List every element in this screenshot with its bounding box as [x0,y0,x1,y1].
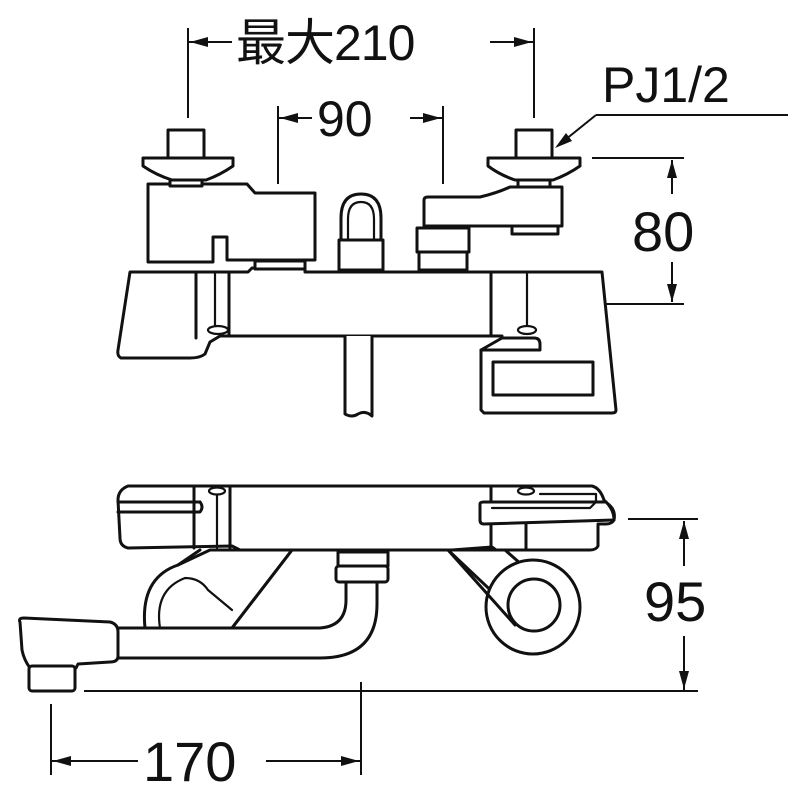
spout-union-lower [334,564,390,584]
right-valve-arm [422,185,564,228]
right-cap-flange [486,156,582,182]
right-box [479,336,542,352]
spout-head [18,616,120,670]
dim-label-90: 90 [313,94,377,144]
arrow-icon [423,113,441,123]
front-right-screw [516,486,536,496]
dim-label-170: 170 [139,734,241,790]
spout-aerator [27,664,77,693]
arrow-icon [190,37,208,47]
left-block-pad [253,259,307,271]
arrow-icon [514,37,532,47]
right-arm-pad [510,224,560,236]
right-cap-nut [514,128,554,160]
arrow-icon [679,521,689,539]
arrow-icon [280,113,298,123]
left-valve-block [146,182,317,264]
left-screw [206,324,230,336]
right-wall-union-inner [506,577,562,633]
arrow-icon [667,284,677,302]
dim-label-max-210: 最大210 [232,18,419,68]
dimension-lines [50,28,788,775]
left-elbow-diagonal [230,548,294,630]
front-right-knob-line [490,500,598,510]
right-cap-neck [516,178,552,189]
top-view [116,128,618,418]
right-valve-ring-upper [415,226,471,254]
arrow-icon [679,671,689,689]
arrow-icon [667,160,677,178]
front-right-top-line [538,492,598,504]
right-valve-ring-lower [417,250,469,272]
arrow-icon [53,756,71,766]
spout-pipe [113,580,379,660]
right-screw [516,324,538,336]
arrow-icon [555,133,572,148]
front-left-screw [207,486,227,496]
left-cap-nut [166,128,206,160]
spout-union-upper [336,550,390,568]
right-arm-edge [446,548,517,627]
left-elbow-inner [158,576,234,630]
front-view [18,484,616,693]
dim-label-80: 80 [628,204,699,260]
center-pipe [343,334,374,418]
center-hook-base [337,238,385,272]
left-elbow-edge [176,548,202,567]
left-cap-flange [141,156,235,182]
right-box-window [491,360,595,397]
left-cap-neck [168,178,204,188]
thread-spec-label: PJ1/2 [602,57,730,113]
dim-label-95: 95 [640,574,711,630]
left-wall-elbow [142,548,294,630]
arrow-icon [341,756,359,766]
center-hook-inner [346,200,376,242]
front-left-knob [116,500,204,514]
